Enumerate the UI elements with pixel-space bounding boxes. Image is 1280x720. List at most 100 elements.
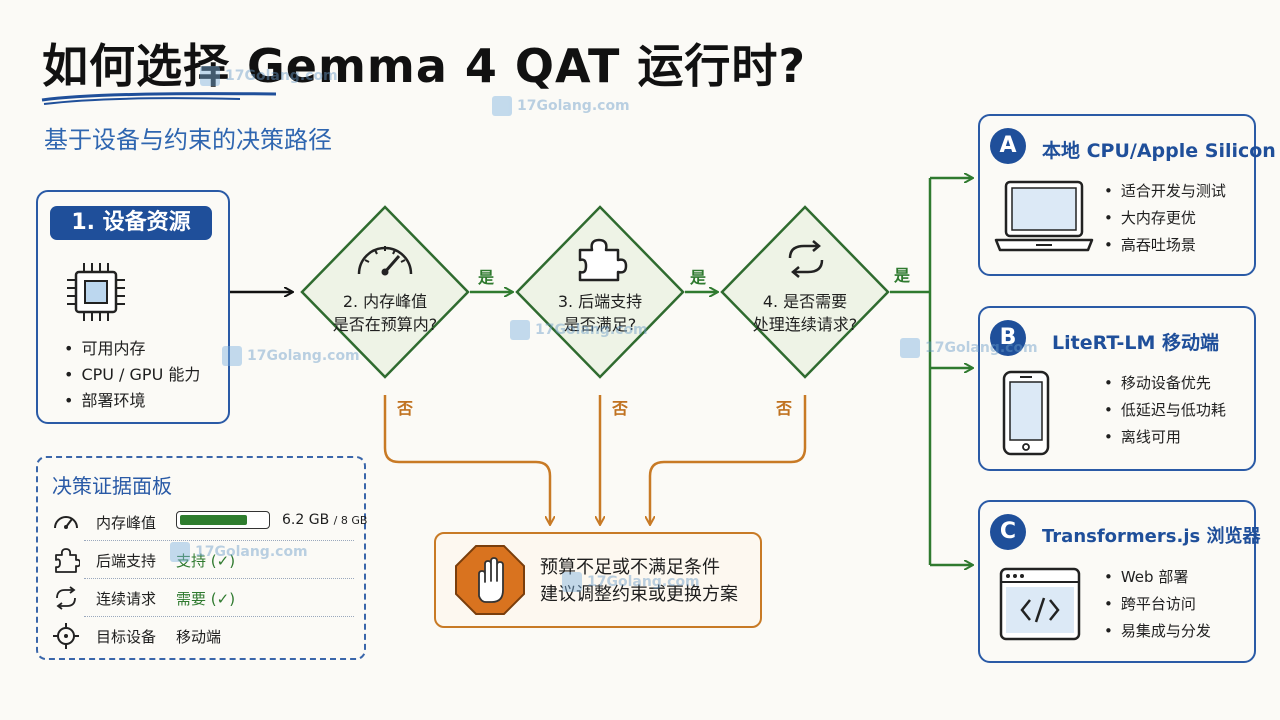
watermark: 17Golang.com	[562, 572, 700, 592]
edge-label-no: 否	[776, 399, 793, 418]
watermark: 17Golang.com	[222, 346, 360, 366]
runtime-title: 本地 CPU/Apple Silicon	[1042, 140, 1276, 162]
decision-diamond-memory	[300, 205, 470, 379]
laptop-icon	[994, 180, 1094, 252]
runtime-feature: 低延迟与低功耗	[1104, 397, 1226, 424]
runtime-feature: 高吞吐场景	[1104, 232, 1226, 259]
edge-label-yes: 是	[894, 266, 911, 285]
browser-code-icon	[999, 567, 1081, 641]
watermark-logo-icon	[492, 96, 512, 116]
runtime-title: LiteRT-LM 移动端	[1052, 332, 1220, 354]
watermark: 17Golang.com	[200, 66, 338, 86]
runtime-feature: 适合开发与测试	[1104, 178, 1226, 205]
runtime-feature-list: 移动设备优先 低延迟与低功耗 离线可用	[1104, 370, 1226, 451]
evidence-row-backend: 后端支持 支持 (✓)	[38, 540, 364, 578]
row-divider	[84, 616, 354, 617]
edge-label-no: 否	[612, 399, 629, 418]
page-subtitle: 基于设备与约束的决策路径	[44, 126, 332, 154]
memory-progress-bar	[176, 511, 270, 529]
evidence-panel-title: 决策证据面板	[52, 474, 172, 498]
runtime-feature: 易集成与分发	[1104, 618, 1211, 645]
target-icon	[53, 623, 79, 649]
watermark-text: 17Golang.com	[587, 574, 700, 590]
evidence-label: 内存峰值	[96, 514, 157, 532]
watermark-text: 17Golang.com	[535, 322, 648, 338]
page-title: 如何选择 Gemma 4 QAT 运行时?	[42, 39, 807, 93]
watermark-text: 17Golang.com	[925, 340, 1038, 356]
evidence-panel: 决策证据面板 内存峰值 6.2 GB / 8 GB 后端支持 支持 (✓)	[36, 456, 367, 660]
runtime-badge: B	[990, 320, 1026, 356]
decision-memory-line1: 2. 内存峰值	[342, 292, 428, 311]
fallback-line1: 预算不足或不满足条件	[540, 557, 720, 578]
watermark-logo-icon	[222, 346, 242, 366]
arrow-no-3	[650, 395, 807, 524]
fallback-box: 预算不足或不满足条件 建议调整约束或更换方案	[434, 532, 762, 628]
decision-backend-line2: 是否满足?	[563, 315, 637, 334]
puzzle-icon	[578, 238, 628, 282]
runtime-card-b: B LiteRT-LM 移动端 移动设备优先 低延迟与低功耗 离线可用	[978, 306, 1256, 471]
watermark-text: 17Golang.com	[517, 98, 630, 114]
watermark: 17Golang.com	[510, 320, 648, 340]
row-divider	[84, 540, 354, 541]
device-heading: 1. 设备资源	[50, 206, 212, 240]
backend-support-value: 支持 (✓)	[176, 552, 236, 570]
runtime-feature: 离线可用	[1104, 424, 1226, 451]
memory-progress-fill	[180, 515, 247, 525]
runtime-feature: 大内存更优	[1104, 205, 1226, 232]
runtime-card-a: A 本地 CPU/Apple Silicon 适合开发与测试 大内存更优 高吞吐…	[978, 114, 1276, 276]
decision-diamond-backend	[515, 205, 685, 379]
edge-label-no: 否	[397, 399, 414, 418]
decision-continuous-line2: 处理连续请求?	[752, 315, 858, 334]
decision-memory-line2: 是否在预算内?	[332, 315, 438, 334]
memory-total: / 8 GB	[333, 514, 368, 527]
evidence-row-continuous: 连续请求 需要 (✓)	[38, 578, 364, 616]
row-divider	[84, 578, 354, 579]
runtime-card-c: C Transformers.js 浏览器 Web 部署 跨平台访问 易集成与分…	[978, 500, 1260, 663]
watermark: 17Golang.com	[170, 542, 308, 562]
evidence-row-memory: 内存峰值 6.2 GB / 8 GB	[38, 502, 367, 540]
runtime-badge: C	[990, 514, 1026, 550]
watermark-logo-icon	[510, 320, 530, 340]
runtime-feature: 移动设备优先	[1104, 370, 1226, 397]
watermark-text: 17Golang.com	[195, 544, 308, 560]
runtime-badge: A	[990, 128, 1026, 164]
edge-label-yes: 是	[690, 268, 707, 287]
watermark-text: 17Golang.com	[247, 348, 360, 364]
runtime-feature: Web 部署	[1104, 564, 1211, 591]
target-device-value: 移动端	[176, 628, 222, 646]
evidence-row-target: 目标设备 移动端	[38, 616, 364, 654]
watermark: 17Golang.com	[492, 96, 630, 116]
fallback-line2: 建议调整约束或更换方案	[540, 584, 738, 605]
device-item: 可用内存	[64, 336, 200, 362]
decision-continuous-text: 4. 是否需要 处理连续请求?	[730, 290, 880, 336]
gauge-icon	[357, 246, 413, 276]
decision-diamond-continuous	[720, 205, 890, 379]
puzzle-icon	[55, 548, 80, 573]
cycle-icon	[788, 240, 824, 278]
decision-backend-line1: 3. 后端支持	[557, 292, 643, 311]
evidence-label: 连续请求	[96, 590, 157, 608]
stop-hand-icon	[455, 545, 525, 615]
memory-used: 6.2 GB	[282, 512, 330, 528]
fallback-text: 预算不足或不满足条件 建议调整约束或更换方案	[540, 554, 738, 608]
device-resource-list: 可用内存 CPU / GPU 能力 部署环境	[64, 336, 200, 414]
decision-memory-text: 2. 内存峰值 是否在预算内?	[310, 290, 460, 336]
watermark-logo-icon	[562, 572, 582, 592]
watermark: 17Golang.com	[900, 338, 1038, 358]
runtime-title: Transformers.js 浏览器	[1042, 526, 1261, 547]
watermark-logo-icon	[900, 338, 920, 358]
device-resource-box: 1. 设备资源 可用内存 CPU / GPU 能力 部署环境	[36, 190, 230, 424]
device-item: 部署环境	[64, 388, 200, 414]
cycle-icon	[56, 586, 76, 610]
evidence-label: 后端支持	[96, 552, 157, 570]
decision-continuous-line1: 4. 是否需要	[762, 292, 848, 311]
runtime-feature-list: 适合开发与测试 大内存更优 高吞吐场景	[1104, 178, 1226, 259]
device-item: CPU / GPU 能力	[64, 362, 200, 388]
title-underline	[41, 92, 277, 105]
phone-icon	[1002, 370, 1050, 456]
evidence-label: 目标设备	[96, 628, 157, 646]
runtime-feature: 跨平台访问	[1104, 591, 1211, 618]
memory-value: 6.2 GB / 8 GB	[282, 512, 367, 528]
gauge-icon	[54, 516, 78, 529]
